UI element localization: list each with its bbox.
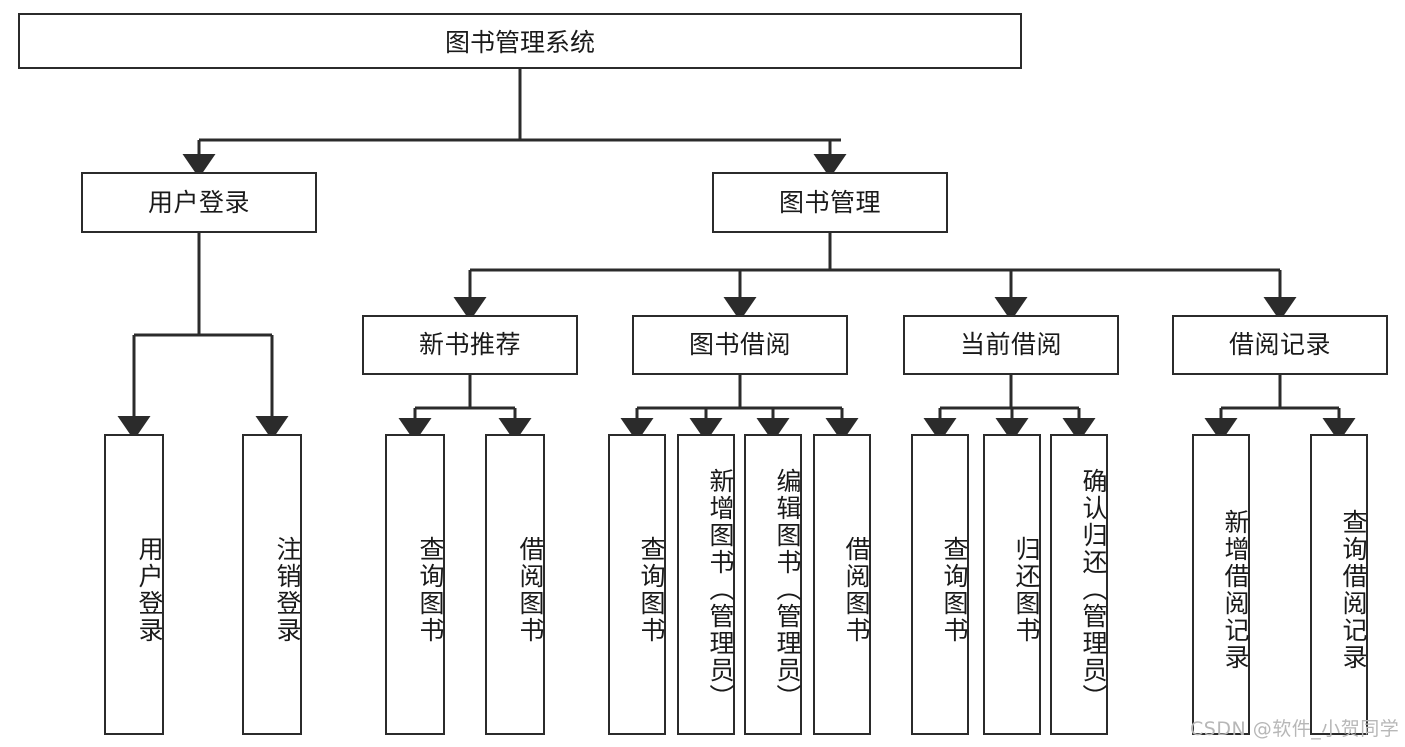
node-leaf-query-book-1-label: 查询图书 <box>416 535 445 644</box>
csdn-watermark: CSDN @软件_小贺同学 <box>1190 718 1400 740</box>
node-new-book-rec[interactable]: 新书推荐 <box>362 315 578 375</box>
node-leaf-query-book-3-label: 查询图书 <box>940 535 969 644</box>
node-borrow-record[interactable]: 借阅记录 <box>1172 315 1388 375</box>
node-leaf-query-book-2-label: 查询图书 <box>637 535 666 644</box>
node-book-manage[interactable]: 图书管理 <box>712 172 948 233</box>
node-book-borrow[interactable]: 图书借阅 <box>632 315 848 375</box>
node-leaf-query-book-3[interactable]: 查询图书 <box>911 434 969 735</box>
node-root[interactable]: 图书管理系统 <box>18 13 1022 69</box>
node-leaf-edit-book[interactable]: 编辑图书（管理员） <box>744 434 802 735</box>
node-new-book-rec-label: 新书推荐 <box>418 330 521 359</box>
node-leaf-borrow-book-1[interactable]: 借阅图书 <box>485 434 545 735</box>
node-leaf-add-record[interactable]: 新增借阅记录 <box>1192 434 1250 735</box>
node-leaf-query-book-1[interactable]: 查询图书 <box>385 434 445 735</box>
node-leaf-add-book-label: 新增图书（管理员） <box>706 468 735 711</box>
node-leaf-user-logout[interactable]: 注销登录 <box>242 434 302 735</box>
node-leaf-query-record[interactable]: 查询借阅记录 <box>1310 434 1368 735</box>
node-book-borrow-label: 图书借阅 <box>688 330 791 359</box>
node-current-borrow-label: 当前借阅 <box>959 330 1062 359</box>
node-leaf-user-login-label: 用户登录 <box>135 535 164 644</box>
node-leaf-return-book[interactable]: 归还图书 <box>983 434 1041 735</box>
node-current-borrow[interactable]: 当前借阅 <box>903 315 1119 375</box>
node-borrow-record-label: 借阅记录 <box>1228 330 1331 359</box>
node-book-manage-label: 图书管理 <box>778 187 881 217</box>
node-leaf-add-record-label: 新增借阅记录 <box>1221 508 1250 671</box>
node-leaf-borrow-book-1-label: 借阅图书 <box>516 535 545 644</box>
node-leaf-query-record-label: 查询借阅记录 <box>1339 508 1368 671</box>
node-root-label: 图书管理系统 <box>444 28 595 57</box>
node-leaf-return-book-label: 归还图书 <box>1012 535 1041 644</box>
node-user-login[interactable]: 用户登录 <box>81 172 317 233</box>
node-leaf-edit-book-label: 编辑图书（管理员） <box>773 468 802 711</box>
node-leaf-query-book-2[interactable]: 查询图书 <box>608 434 666 735</box>
node-leaf-user-logout-label: 注销登录 <box>273 535 302 644</box>
node-leaf-confirm-return-label: 确认归还（管理员） <box>1079 468 1108 711</box>
node-user-login-label: 用户登录 <box>147 187 250 217</box>
node-leaf-borrow-book-2[interactable]: 借阅图书 <box>813 434 871 735</box>
node-leaf-borrow-book-2-label: 借阅图书 <box>842 535 871 644</box>
node-leaf-confirm-return[interactable]: 确认归还（管理员） <box>1050 434 1108 735</box>
node-leaf-user-login[interactable]: 用户登录 <box>104 434 164 735</box>
node-leaf-add-book[interactable]: 新增图书（管理员） <box>677 434 735 735</box>
